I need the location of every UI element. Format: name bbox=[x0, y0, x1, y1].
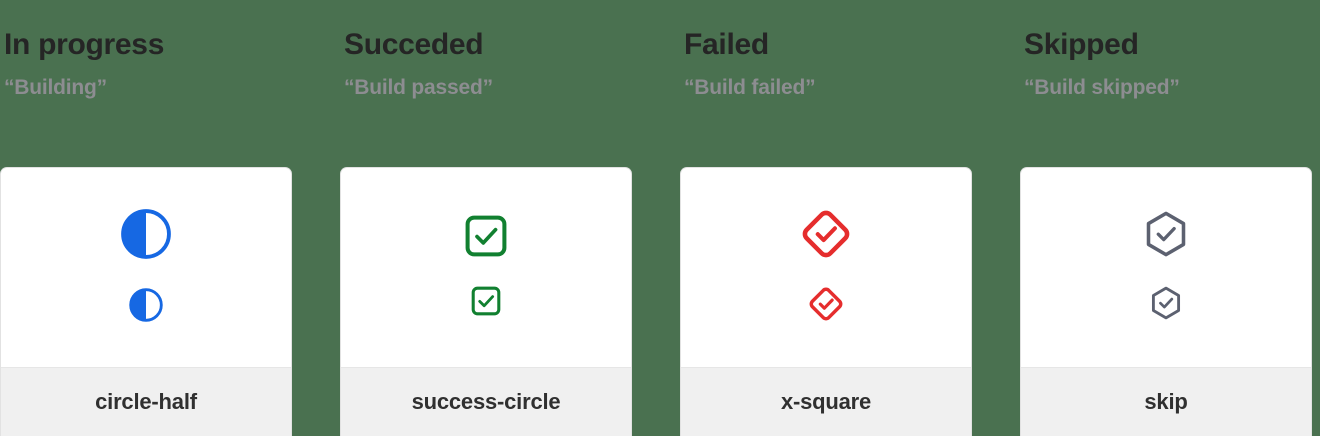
icon-preview-area bbox=[681, 168, 971, 367]
icon-name-label: circle-half bbox=[95, 389, 197, 414]
status-column-in-progress: In progress “Building” bbox=[0, 0, 340, 436]
icon-name-label: success-circle bbox=[411, 389, 561, 414]
column-subtitle: “Build failed” bbox=[684, 76, 816, 99]
icon-name-label: x-square bbox=[780, 389, 872, 414]
column-header: Failed “Build failed” bbox=[680, 0, 1020, 99]
icon-card-footer: circle-half bbox=[1, 367, 291, 436]
skip-icon-small bbox=[1148, 285, 1184, 321]
status-column-failed: Failed “Build failed” bbox=[680, 0, 1020, 436]
status-column-skipped: Skipped “Build skipped” bbox=[1020, 0, 1320, 436]
x-square-icon bbox=[800, 208, 852, 260]
icon-card-circle-half[interactable]: circle-half bbox=[0, 167, 292, 436]
column-header: In progress “Building” bbox=[0, 0, 340, 99]
column-title: Skipped bbox=[1024, 28, 1139, 61]
column-title: In progress bbox=[4, 28, 165, 61]
column-header: Skipped “Build skipped” bbox=[1020, 0, 1320, 99]
success-circle-icon-small bbox=[470, 285, 502, 317]
icon-card-x-square[interactable]: x-square bbox=[680, 167, 972, 436]
icon-card-footer: skip bbox=[1021, 367, 1311, 436]
status-column-succeded: Succeded “Build passed” bbox=[340, 0, 680, 436]
icon-card-footer: x-square bbox=[681, 367, 971, 436]
icon-name-label: skip bbox=[1144, 389, 1188, 414]
icon-preview-area bbox=[1, 168, 291, 367]
icon-preview-area bbox=[1021, 168, 1311, 367]
column-subtitle: “Build passed” bbox=[344, 76, 493, 99]
icon-card-skip[interactable]: skip bbox=[1020, 167, 1312, 436]
column-subtitle: “Build skipped” bbox=[1024, 76, 1180, 99]
skip-icon bbox=[1141, 209, 1191, 259]
icon-card-footer: success-circle bbox=[341, 367, 631, 436]
success-circle-icon bbox=[463, 213, 509, 259]
column-header: Succeded “Build passed” bbox=[340, 0, 680, 99]
circle-half-icon bbox=[119, 207, 173, 261]
icon-preview-area bbox=[341, 168, 631, 367]
column-title: Failed bbox=[684, 28, 769, 61]
column-subtitle: “Building” bbox=[4, 76, 107, 99]
circle-half-icon-small bbox=[128, 287, 164, 323]
x-square-icon-small bbox=[808, 286, 844, 322]
icon-card-success-circle[interactable]: success-circle bbox=[340, 167, 632, 436]
column-title: Succeded bbox=[344, 28, 484, 61]
